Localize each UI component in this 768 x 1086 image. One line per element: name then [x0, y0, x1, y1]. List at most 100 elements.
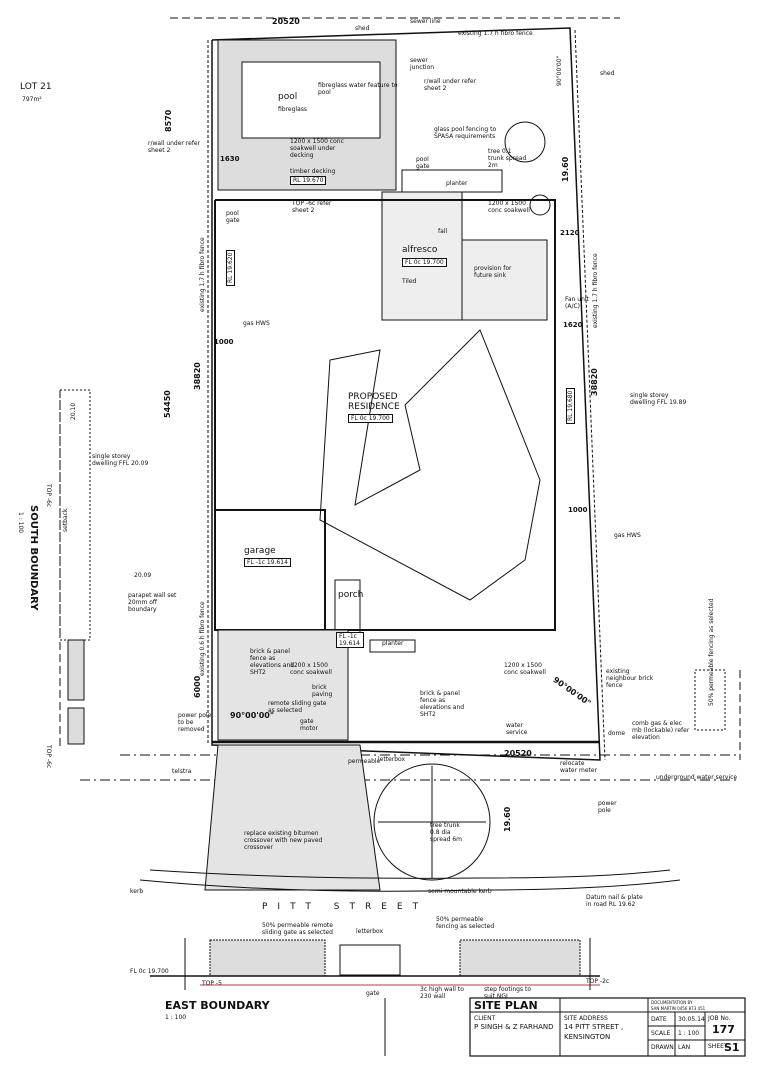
job-value: 177	[712, 1023, 735, 1036]
existing-neighbour: existing neighbour brick fence	[606, 668, 654, 689]
pool-rwall-under: r/wall under refer sheet 2	[148, 140, 201, 154]
dim-1630: 1630	[220, 155, 240, 163]
back-tree	[504, 121, 546, 163]
documentation-label: DOCUMENTATION BY	[651, 1000, 693, 1005]
comb-gas: comb gas & elec mb (lockable) refer elev…	[632, 720, 690, 741]
south-boundary: SOUTH BOUNDARY	[28, 505, 39, 611]
shed-right: shed	[600, 70, 615, 77]
east-boundary-scale: 1 : 100	[165, 1014, 187, 1021]
street-tree-label: tree trunk 0.8 dia spread 6m	[430, 822, 463, 843]
dim-38820-left: 38820	[193, 362, 202, 390]
back-tree-small	[529, 194, 551, 216]
documentation-by: SAN MARTIN 0456 873 451	[651, 1006, 706, 1011]
site-address-label: SITE ADDRESS	[564, 1015, 608, 1022]
alfresco-fall: fall	[438, 228, 448, 235]
front-brick-panel: brick & panel fence as elevations and SH…	[420, 690, 465, 718]
neighbour-left-fence-2	[67, 707, 85, 745]
dim-1000-right: 1000	[568, 506, 588, 514]
level-2009: 20.09	[134, 572, 152, 579]
elev-top-left: TOP -5	[202, 980, 222, 987]
residence-label: PROPOSED RESIDENCE	[348, 392, 400, 412]
dim-20520-front: 20520	[504, 749, 532, 758]
permeable-fencing-right: 50% permeable fencing as selected	[708, 598, 715, 706]
client-label: CLIENT	[474, 1015, 496, 1022]
client-name: P SINGH & Z FARHAND	[474, 1023, 554, 1031]
garage-label: garage	[244, 546, 276, 556]
elev-fl: FL 0c 19.700	[130, 968, 169, 975]
elev-gate-label: gate	[366, 990, 380, 997]
top-6c-left: TOP -6c	[45, 745, 52, 769]
garage-fl: FL -1c 19.614	[244, 558, 291, 567]
garage-soakwell: 1200 x 1500 conc soakwell	[290, 662, 332, 676]
sheet-value: S1	[724, 1041, 740, 1054]
replace-crossover: replace existing bitumen crossover with …	[244, 830, 323, 851]
elev-letterbox-label: letterbox	[356, 928, 384, 935]
dim-54450: 54450	[163, 390, 172, 418]
scale-label: SCALE	[651, 1030, 671, 1037]
alfresco-pool-gate: pool gate	[226, 210, 240, 224]
single-storey-right: single storey dwelling FFL 19.89	[630, 392, 687, 406]
gate-motor: gate motor	[300, 718, 319, 732]
alfresco-tiled-1	[381, 191, 463, 321]
site-address-1: 14 PITT STREET ,	[564, 1023, 624, 1031]
pool-fibreglass: fibreglass	[278, 106, 308, 113]
gas-hws-left: gas HWS	[243, 320, 270, 327]
dim-1620: 1620	[563, 321, 583, 329]
planter-front-label: planter	[382, 640, 404, 647]
elev-gate	[209, 939, 326, 977]
crossover	[204, 744, 381, 891]
elev-remote-gate: 50% permeable remote sliding gate as sel…	[262, 922, 333, 936]
drawn-value: LAN	[678, 1044, 691, 1051]
dim-6000: 6000	[193, 675, 202, 698]
dim-2120: 2120	[560, 229, 580, 237]
level-2010: 20.10	[70, 402, 77, 420]
kerb-line	[139, 879, 681, 892]
single-storey-left: single storey dwelling FFL 20.09	[92, 453, 149, 467]
dim-top: 20520	[272, 17, 300, 26]
telstra-label: telstra	[172, 768, 192, 775]
dim-38820-right: 38820	[590, 368, 599, 396]
elev-high-wall: 3c high wall to 230 wall	[420, 986, 464, 1000]
porch-fl: FL -1c 19.614	[336, 632, 364, 648]
street-tree	[373, 763, 491, 881]
kerb-line-inner	[149, 869, 671, 879]
sheet-label: SHEET	[708, 1043, 728, 1050]
garage-angle-90: 90°00'00"	[230, 711, 275, 720]
lot-name: LOT 21	[20, 82, 52, 92]
tree-back: tree 0.1 trunk spread 2m	[488, 148, 527, 169]
dim-8570: 8570	[164, 109, 173, 132]
remote-gate: remote sliding gate as selected	[268, 700, 327, 714]
residence-outline	[214, 199, 556, 631]
kerb-label: kerb	[130, 888, 144, 895]
site-address-2: KENSINGTON	[564, 1033, 611, 1041]
shed-label: shed	[355, 25, 370, 32]
sewer-junction: sewer junction	[410, 57, 435, 71]
gas-hws-right: gas HWS	[614, 532, 641, 539]
underground-water: underground water service	[656, 774, 738, 781]
driveway-paving	[217, 629, 349, 741]
sewer-line-label: sewer line	[410, 18, 441, 25]
water-service: water service	[506, 722, 528, 736]
elev-fencing	[459, 939, 581, 977]
date-value: 30.05.14	[678, 1016, 705, 1023]
dim-1960-front: 19.60	[503, 806, 512, 832]
letterbox-label: letterbox	[378, 756, 406, 763]
job-label: JOB No.	[708, 1015, 731, 1022]
rl-left: RL 19.620	[226, 249, 235, 286]
garage	[214, 509, 326, 631]
lot-area: 797m²	[22, 96, 42, 103]
fence-06: existing 0.6 h fibro fence	[199, 601, 206, 676]
permeable-label: permeable	[348, 758, 381, 765]
top-6c: TOP -6c refer sheet 2	[292, 200, 332, 214]
elev-top-right: TOP -2c	[586, 978, 610, 985]
rl-right: RL 19.680	[566, 387, 575, 424]
existing-fence-top: existing 1.7 h fibro fence	[458, 30, 533, 37]
alfresco-tiled: Tiled	[402, 278, 417, 285]
south-boundary-scale: 1 : 100	[17, 512, 24, 534]
power-pole-front: power pole	[598, 800, 617, 814]
rwall-under-top: r/wall under refer sheet 2	[424, 78, 477, 92]
dome: dome	[608, 730, 626, 737]
glass-fencing: glass pool fencing to SPASA requirements	[434, 126, 497, 140]
top-sb: TOP -6c	[45, 484, 52, 508]
alfresco-tiled-2	[461, 239, 548, 321]
